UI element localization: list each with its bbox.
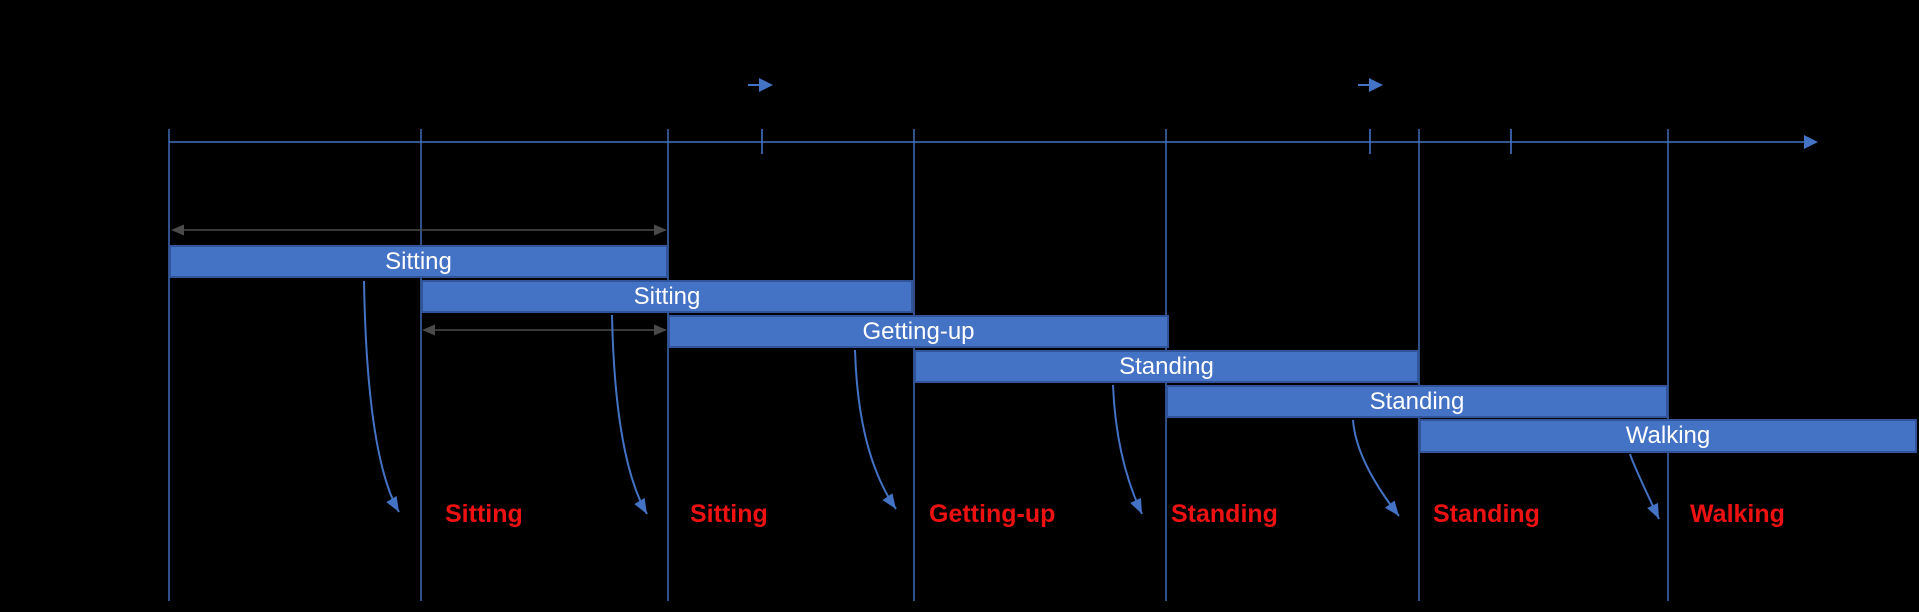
- activity-window-label: Standing: [1369, 387, 1465, 415]
- slide-step-arrow-head: [759, 78, 773, 92]
- predicted-activity-label: Sitting: [690, 500, 768, 528]
- prediction-arrow-curve: [1112, 384, 1143, 515]
- prediction-arrow-head: [882, 493, 896, 509]
- prediction-arrow-curve: [854, 349, 897, 510]
- prediction-arrow-head: [386, 496, 399, 512]
- predicted-activity-label: Walking: [1690, 500, 1785, 528]
- activity-window-label: Standing: [1119, 352, 1214, 380]
- predicted-activity-label: Standing: [1171, 500, 1278, 528]
- predicted-activity-label: Getting-up: [929, 500, 1056, 528]
- predicted-activity-label: Sitting: [445, 500, 523, 528]
- prediction-arrow-head: [1385, 500, 1399, 516]
- activity-window-bar: Getting-up: [668, 315, 1169, 348]
- activity-window-bar: Walking: [1419, 419, 1917, 453]
- prediction-arrow-head: [634, 498, 647, 514]
- activity-window-label: Walking: [1625, 422, 1711, 449]
- activity-window-bar: Standing: [1166, 385, 1668, 418]
- prediction-arrow-curve: [1352, 419, 1400, 517]
- slide-step-arrow-head: [1369, 78, 1383, 92]
- prediction-arrow-curve: [611, 314, 648, 515]
- activity-window-bar: Sitting: [421, 280, 913, 313]
- prediction-arrow-head: [1647, 502, 1659, 519]
- activity-window-label: Sitting: [633, 282, 701, 310]
- overlap-arrow-head-right: [654, 324, 667, 336]
- window-length-arrow-head-right: [654, 224, 667, 236]
- window-length-arrow-head-left: [171, 224, 184, 236]
- overlap-arrow-head-left: [422, 324, 435, 336]
- prediction-arrow-head: [1130, 497, 1142, 514]
- prediction-arrow-curve: [363, 280, 400, 513]
- predicted-activity-label: Standing: [1433, 500, 1540, 528]
- activity-window-label: Getting-up: [862, 317, 975, 345]
- activity-window-bar: Standing: [914, 350, 1419, 383]
- time-axis-arrowhead: [1804, 135, 1818, 149]
- activity-window-label: Sitting: [385, 247, 452, 275]
- activity-window-bar: Sitting: [169, 245, 668, 278]
